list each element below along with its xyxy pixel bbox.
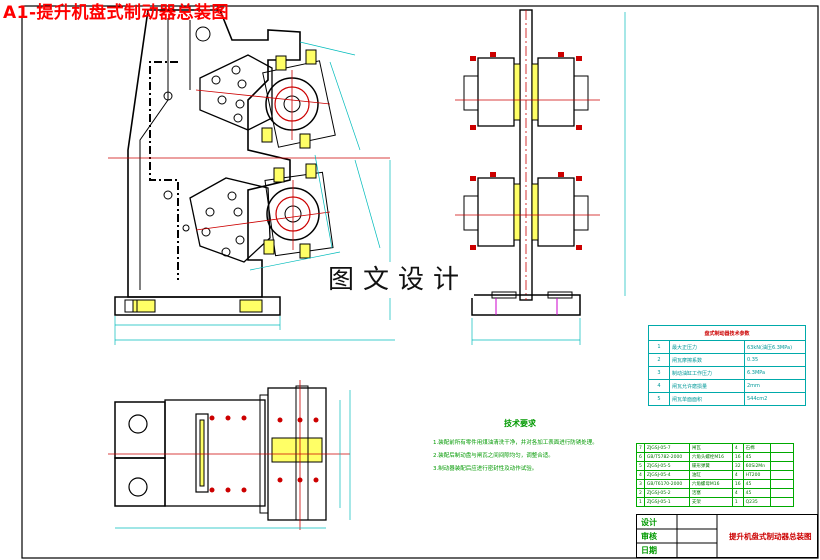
parameter-table: 盘式制动器技术参数 1 最大正压力 63kN(油压6.3MPa) 2 闸瓦摩擦系… — [648, 325, 806, 406]
part-no: 1 — [636, 497, 645, 507]
table-row: 1 最大正压力 63kN(油压6.3MPa) — [648, 340, 806, 354]
part-name: 油缸 — [688, 470, 733, 480]
param-no: 4 — [648, 379, 670, 393]
part-qty: 16 — [731, 452, 744, 462]
part-name: 闸瓦 — [688, 443, 733, 453]
part-note — [769, 461, 794, 471]
param-value: 63kN(油压6.3MPa) — [744, 340, 806, 354]
table-row: 5 ZJGSJ-05-5 碟形弹簧 32 60Si2Mn — [636, 461, 794, 471]
part-no: 7 — [636, 443, 645, 453]
part-note — [769, 497, 794, 507]
part-material: 45 — [742, 479, 771, 489]
side-view — [455, 9, 626, 345]
part-material: 石棉 — [742, 443, 771, 453]
part-code: GB/T6170-2000 — [643, 479, 690, 489]
param-name: 闸瓦摩擦系数 — [669, 353, 745, 367]
review-label: 审核 — [641, 532, 657, 541]
table-row: 5 闸瓦单面面积 544cm2 — [648, 392, 806, 406]
part-name: 碟形弹簧 — [688, 461, 733, 471]
table-row: 1 ZJGSJ-05-1 支架 1 Q235 — [636, 497, 794, 507]
part-material: 45 — [742, 488, 771, 498]
param-name: 闸瓦允许磨损量 — [669, 379, 745, 393]
part-qty: 16 — [731, 479, 744, 489]
part-no: 5 — [636, 461, 645, 471]
part-no: 3 — [636, 479, 645, 489]
part-name: 支架 — [688, 497, 733, 507]
part-code: ZJGSJ-05-4 — [643, 470, 690, 480]
requirement-item: 2.装配后制动盘与闸瓦之间间隙均匀，调整合适。 — [433, 453, 554, 459]
part-note — [769, 443, 794, 453]
page-title: A1-提升机盘式制动器总装图 — [3, 3, 230, 23]
title-block-grid — [637, 515, 718, 557]
part-name: 六角螺母M16 — [688, 479, 733, 489]
part-qty: 1 — [731, 497, 744, 507]
part-material: 60Si2Mn — [742, 461, 771, 471]
drawing-name: 提升机盘式制动器总装图 — [729, 532, 812, 541]
date-label: 日期 — [641, 546, 657, 555]
part-code: ZJGSJ-05-5 — [643, 461, 690, 471]
requirement-item: 3.制动器装配后应进行密封性及动作试验。 — [433, 466, 538, 472]
param-no: 1 — [648, 340, 670, 354]
param-value: 2mm — [744, 379, 806, 393]
table-row: 7 ZJGSJ-05-7 闸瓦 4 石棉 — [636, 443, 794, 453]
watermark-text: 图文设计 — [322, 262, 475, 298]
param-name: 闸瓦单面面积 — [669, 392, 745, 406]
param-value: 6.3MPa — [744, 366, 806, 380]
param-name: 最大正压力 — [669, 340, 745, 354]
front-view — [108, 9, 395, 345]
table-row: 2 ZJGSJ-05-2 活塞 4 45 — [636, 488, 794, 498]
table-row: 3 GB/T6170-2000 六角螺母M16 16 45 — [636, 479, 794, 489]
part-qty: 4 — [731, 470, 744, 480]
part-code: ZJGSJ-05-2 — [643, 488, 690, 498]
part-no: 2 — [636, 488, 645, 498]
requirement-item: 1.装配前所有零件用煤油清洗干净，并对各加工表面进行防锈处理。 — [433, 440, 598, 446]
table-row: 2 闸瓦摩擦系数 0.35 — [648, 353, 806, 367]
top-view — [108, 380, 351, 530]
part-code: ZJGSJ-05-1 — [643, 497, 690, 507]
part-note — [769, 470, 794, 480]
param-name: 制动油缸工作压力 — [669, 366, 745, 380]
part-no: 4 — [636, 470, 645, 480]
part-code: ZJGSJ-05-7 — [643, 443, 690, 453]
param-no: 3 — [648, 366, 670, 380]
part-name: 活塞 — [688, 488, 733, 498]
part-material: HT200 — [742, 470, 771, 480]
part-note — [769, 479, 794, 489]
part-code: GB/T5782-2000 — [643, 452, 690, 462]
technical-requirements-heading: 技术要求 — [504, 419, 536, 428]
table-row: 4 闸瓦允许磨损量 2mm — [648, 379, 806, 393]
parameter-table-heading: 盘式制动器技术参数 — [648, 325, 806, 341]
title-block: 设计 审核 日期 提升机盘式制动器总装图 — [636, 514, 818, 558]
param-no: 2 — [648, 353, 670, 367]
param-no: 5 — [648, 392, 670, 406]
table-row: 4 ZJGSJ-05-4 油缸 4 HT200 — [636, 470, 794, 480]
parts-list: 7 ZJGSJ-05-7 闸瓦 4 石棉 6 GB/T5782-2000 六角头… — [636, 443, 794, 507]
part-qty: 4 — [731, 488, 744, 498]
design-label: 设计 — [641, 518, 657, 527]
param-value: 544cm2 — [744, 392, 806, 406]
table-row: 6 GB/T5782-2000 六角头螺栓M16 16 45 — [636, 452, 794, 462]
table-row: 3 制动油缸工作压力 6.3MPa — [648, 366, 806, 380]
part-qty: 4 — [731, 443, 744, 453]
part-name: 六角头螺栓M16 — [688, 452, 733, 462]
part-note — [769, 452, 794, 462]
part-material: Q235 — [742, 497, 771, 507]
part-note — [769, 488, 794, 498]
part-material: 45 — [742, 452, 771, 462]
param-value: 0.35 — [744, 353, 806, 367]
drawing-frame — [21, 5, 819, 559]
part-qty: 32 — [731, 461, 744, 471]
part-no: 6 — [636, 452, 645, 462]
